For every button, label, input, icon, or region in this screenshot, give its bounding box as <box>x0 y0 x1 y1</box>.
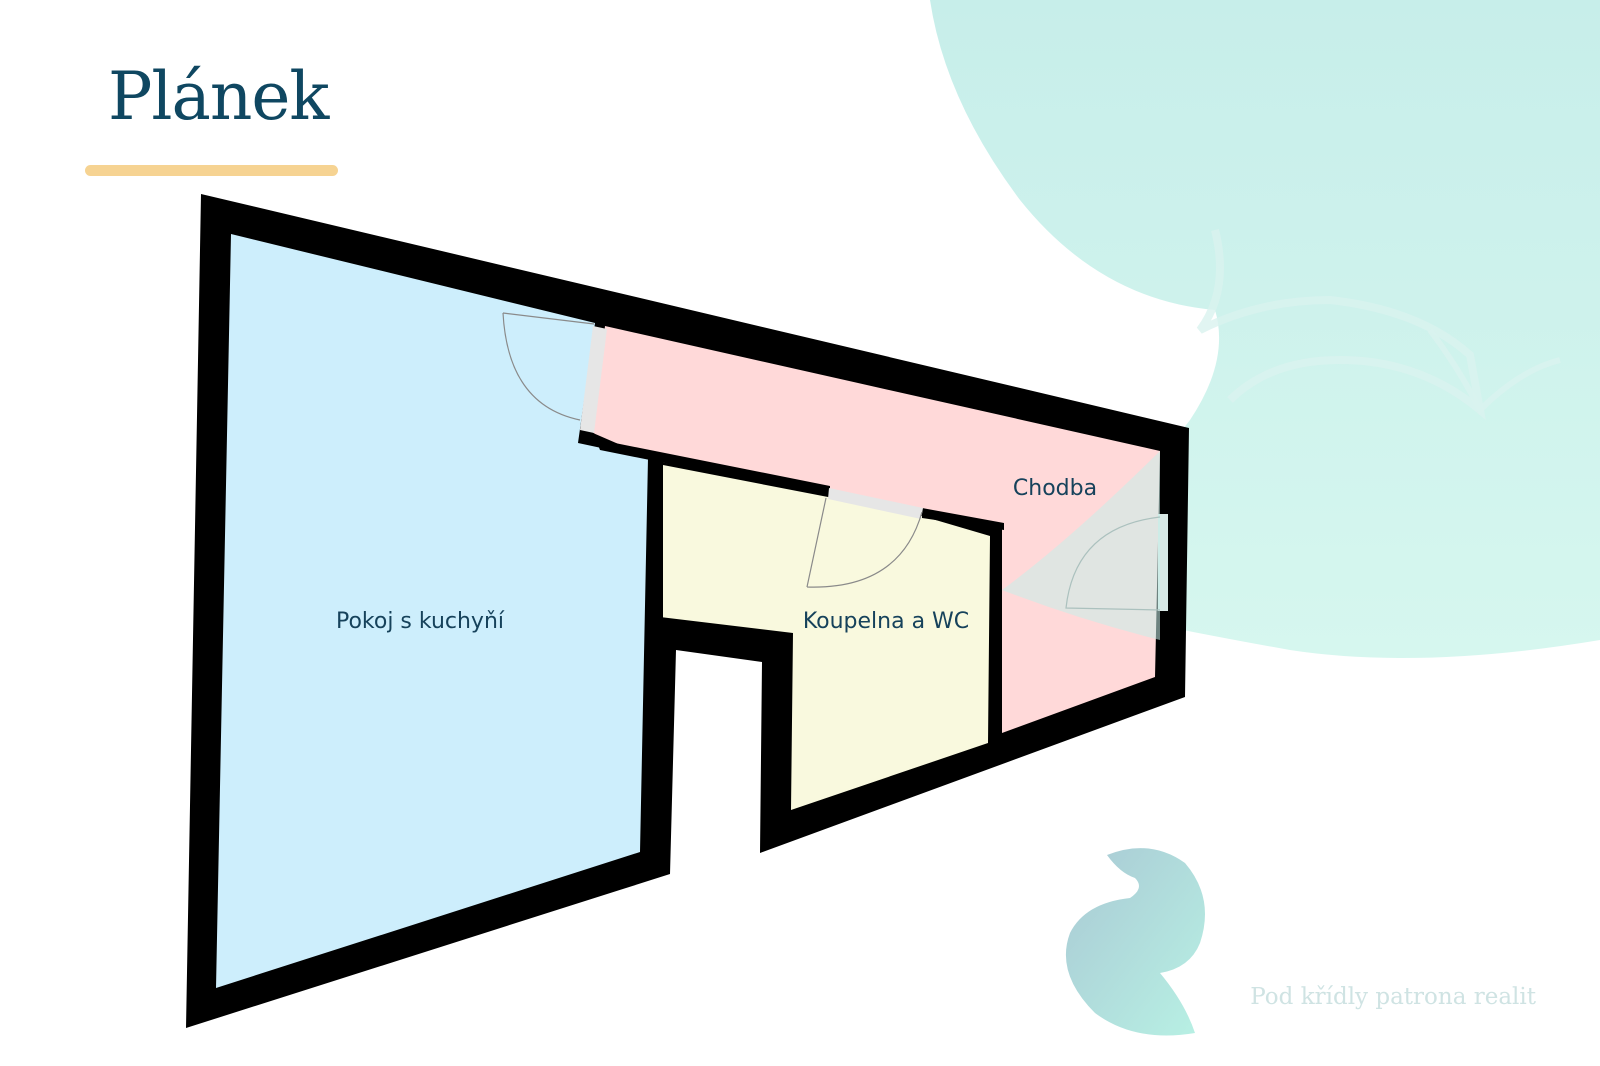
door-opening-living <box>580 326 607 433</box>
label-living-kitchen: Pokoj s kuchyňí <box>336 609 505 634</box>
wall-hall-bath <box>593 432 830 496</box>
wall-living-bath <box>648 458 663 618</box>
label-bathroom: Koupelna a WC <box>803 609 969 634</box>
wing-logo-icon <box>1065 848 1205 1036</box>
interior-walls <box>593 432 1004 736</box>
door-opening-bathroom <box>828 488 923 519</box>
brand-tagline: Pod křídly patrona realit <box>1250 984 1536 1010</box>
page-title: Plánek <box>108 58 329 135</box>
door-swing-living <box>502 312 595 421</box>
wall-hall-bath-right <box>922 508 1004 530</box>
entrance-overlay <box>1002 451 1160 640</box>
wall-bath-right <box>990 524 1002 736</box>
room-hallway <box>593 326 1160 733</box>
door-swing-bathroom <box>806 497 923 588</box>
title-underline <box>85 165 338 176</box>
label-hallway: Chodba <box>1013 476 1097 501</box>
room-bathroom <box>660 465 990 810</box>
room-living-kitchen <box>216 234 648 988</box>
door-opening-entrance <box>1158 514 1168 611</box>
door-openings <box>580 326 1168 611</box>
